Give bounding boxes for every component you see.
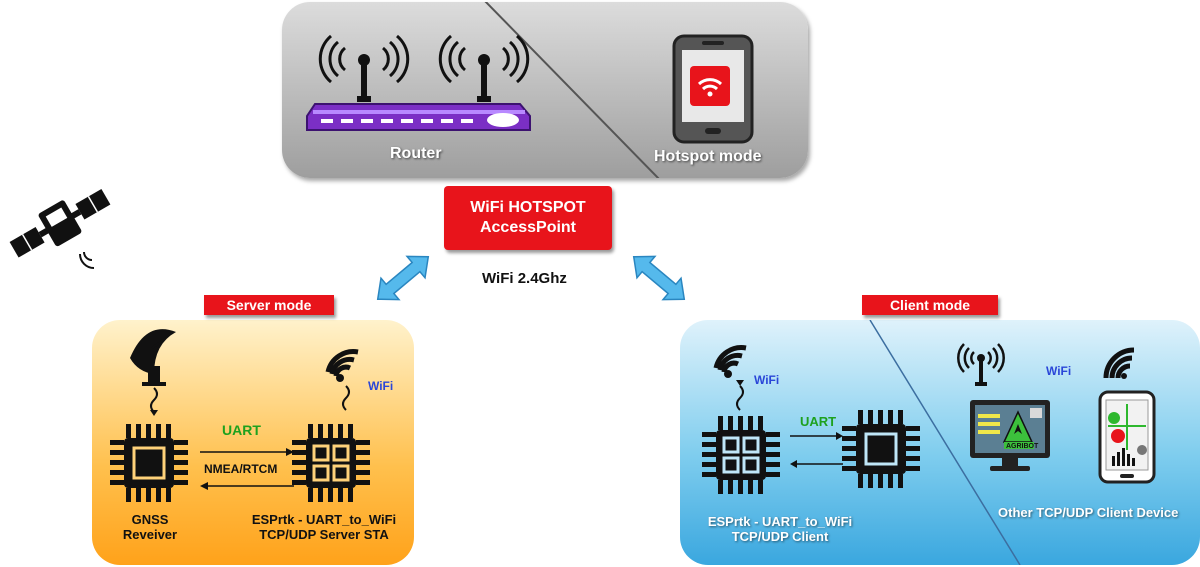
server-uart-label: UART — [222, 422, 261, 438]
phone-hotspot-icon — [672, 34, 754, 144]
double-arrow-right-icon — [632, 255, 686, 301]
satellite-dish-icon — [130, 329, 176, 416]
router-icon — [306, 34, 531, 131]
client-uart-label: UART — [800, 414, 837, 429]
wifi-signal-client-icon — [713, 345, 747, 411]
antenna-left-icon — [318, 34, 410, 102]
client-wifi-label-left: WiFi — [754, 373, 780, 387]
esp-server-label: ESPrtk - UART_to_WiFi TCP/UDP Server STA — [234, 512, 414, 542]
hotspot-label: Hotspot mode — [654, 148, 762, 165]
esp-client-line2: TCP/UDP Client — [731, 529, 829, 544]
satellite-icon — [9, 188, 111, 269]
client-mode-badge: Client mode — [862, 295, 998, 315]
gnss-receiver-label: GNSS Reveiver — [110, 512, 190, 542]
antenna-right-icon — [438, 34, 530, 102]
double-arrow-left-icon — [376, 255, 430, 301]
router-body — [306, 103, 531, 131]
wifi-signal-phone-icon — [1103, 347, 1135, 379]
phone-client-icon — [1098, 390, 1156, 484]
wifi-hotspot-accesspoint-box: WiFi HOTSPOT AccessPoint — [444, 186, 612, 250]
esp-chip-client-icon — [702, 416, 780, 494]
server-wifi-label: WiFi — [368, 379, 394, 393]
hotspot-box-line1: WiFi HOTSPOT — [470, 199, 586, 216]
monitor-brand-label: AGRIBOT — [1006, 443, 1039, 450]
client-wifi-label-right: WiFi — [1046, 364, 1072, 378]
antenna-client-icon — [957, 343, 1005, 386]
monitor-icon — [970, 400, 1050, 471]
other-client-device-label: Other TCP/UDP Client Device — [998, 505, 1179, 520]
nmea-rtcm-label: NMEA/RTCM — [204, 462, 278, 476]
wifi-band-label: WiFi 2.4Ghz — [482, 270, 567, 287]
esp-client-line1: ESPrtk - UART_to_WiFi — [707, 514, 853, 529]
mcu-chip-client-icon — [842, 410, 920, 488]
gnss-chip-icon — [110, 424, 188, 502]
panel-divider-line — [484, 2, 660, 178]
uart-arrows-client — [790, 432, 843, 468]
gnss-label-line2: Reveiver — [122, 527, 178, 542]
esp-server-line1: ESPrtk - UART_to_WiFi — [251, 512, 397, 527]
router-label: Router — [390, 145, 442, 162]
gnss-label-line1: GNSS — [131, 512, 169, 527]
wifi-signal-server-icon — [325, 349, 359, 411]
esp-server-line2: TCP/UDP Server STA — [259, 527, 389, 542]
esp-client-label: ESPrtk - UART_to_WiFi TCP/UDP Client — [690, 514, 870, 544]
server-mode-badge: Server mode — [204, 295, 334, 315]
uart-arrows-server — [200, 448, 294, 490]
esp-chip-server-icon — [292, 424, 370, 502]
hotspot-box-line2: AccessPoint — [479, 219, 577, 236]
client-divider-line — [869, 320, 1021, 565]
